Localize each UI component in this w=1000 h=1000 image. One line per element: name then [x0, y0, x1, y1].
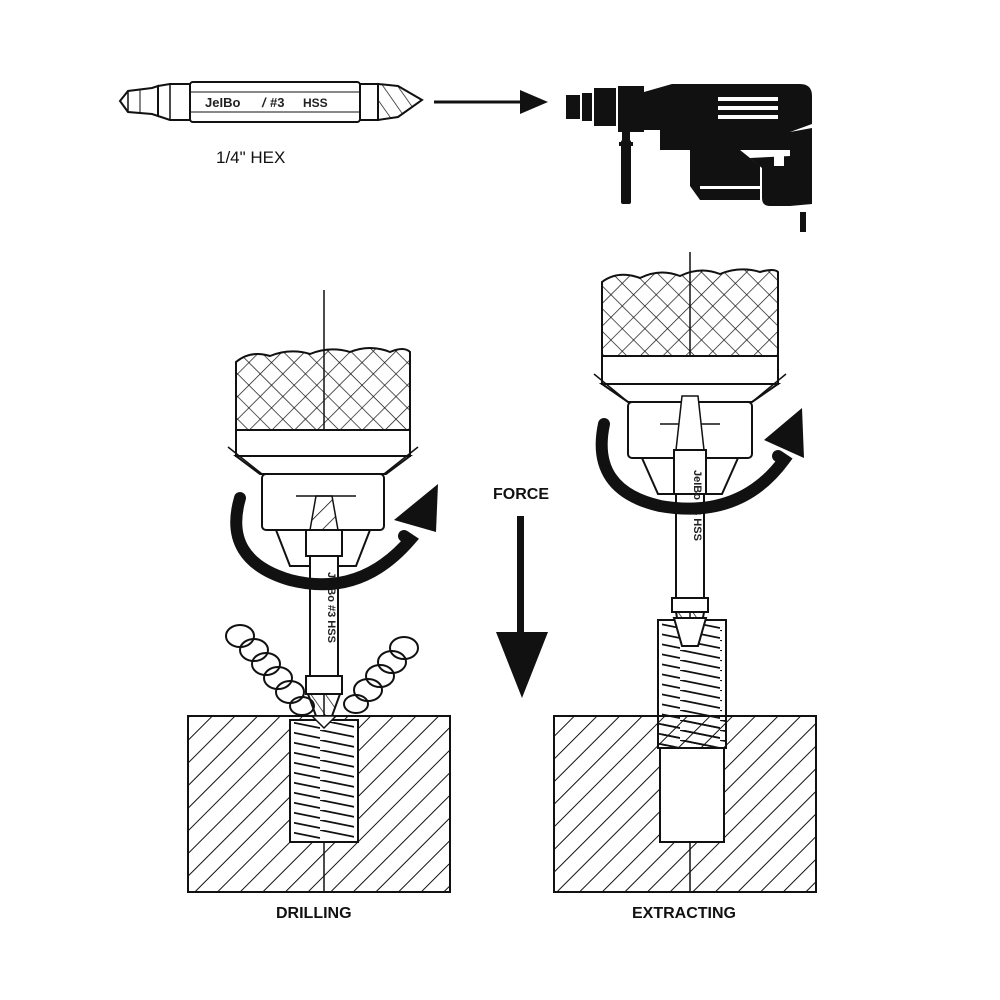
insert-arrow	[434, 90, 548, 114]
bit-size-text: #3	[270, 95, 284, 110]
extracting-caption: EXTRACTING	[632, 905, 736, 922]
bit-brand-text: JeIBo	[205, 95, 240, 110]
drilling-caption: DRILLING	[276, 905, 352, 922]
extracting-rotation-arrow	[595, 418, 793, 515]
metal-chip-left	[225, 624, 315, 716]
drilling-chuck-knurl	[235, 347, 411, 431]
extracting-scene: JeIBo #3 HSS	[553, 252, 817, 893]
bit-material-text: HSS	[303, 96, 328, 110]
extracting-chuck-knurl	[601, 268, 779, 357]
drilling-broken-screw	[294, 722, 354, 840]
power-drill-icon	[566, 84, 812, 232]
hex-size-label: 1/4" HEX	[216, 148, 285, 167]
empty-hole	[659, 747, 725, 843]
force-indicator: FORCE	[493, 486, 549, 698]
drilling-scene: JeIBo #3 HSS	[187, 290, 451, 893]
force-arrow-down-icon	[496, 632, 548, 698]
bit-size-mark-symbol: /	[261, 95, 267, 110]
metal-chip-right	[343, 636, 419, 714]
drilling-rotation-arrow	[230, 492, 419, 591]
extractor-bit: JeIBo / #3 HSS	[118, 81, 424, 123]
force-label: FORCE	[493, 486, 549, 503]
